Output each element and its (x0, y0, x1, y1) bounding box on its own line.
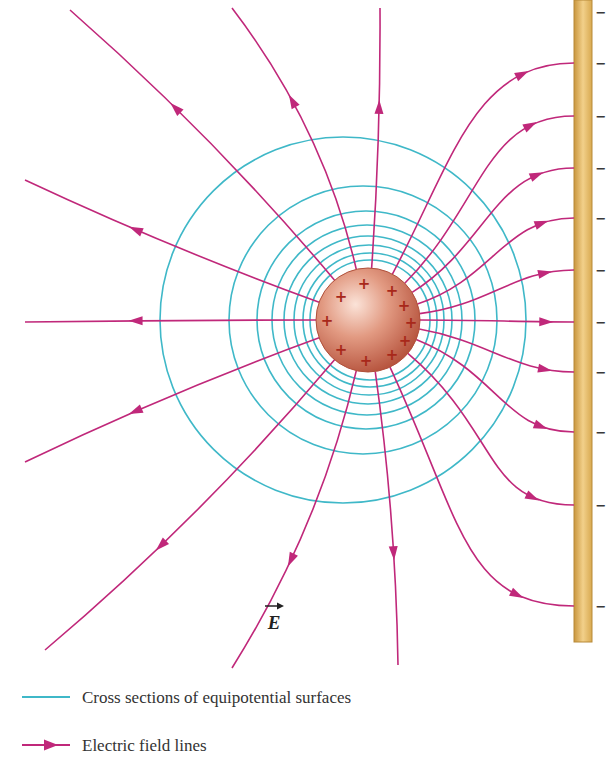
charge-sign: + (386, 284, 399, 299)
field-line (25, 180, 319, 302)
field-line (25, 338, 319, 462)
field-line (419, 329, 574, 372)
equipotential-circle (310, 260, 430, 380)
charge-sign: + (358, 277, 371, 292)
charge-sign: + (335, 290, 348, 305)
charged-sphere (316, 268, 420, 372)
charge-sign: − (596, 600, 607, 613)
field-line (232, 371, 356, 668)
field-line (375, 371, 398, 665)
field-line (420, 270, 574, 314)
charge-sign: + (399, 334, 412, 349)
charge-sign: + (321, 314, 334, 329)
arrowhead (529, 168, 545, 182)
charge-sign: + (405, 316, 418, 331)
conducting-plate (574, 0, 592, 642)
field-lines (25, 8, 574, 668)
arrowhead (533, 420, 549, 433)
legend-text: Electric field lines (82, 737, 207, 754)
charge-sign: − (596, 499, 607, 512)
field-line (408, 353, 574, 505)
arrowhead (285, 93, 300, 110)
arrowhead (534, 217, 550, 230)
charge-sign: − (596, 316, 607, 329)
arrowhead (284, 552, 298, 568)
charge-sign: − (596, 264, 607, 277)
charge-sign: − (596, 426, 607, 439)
charge-sign: − (596, 110, 607, 123)
arrowhead (537, 267, 553, 279)
arrowhead (509, 588, 526, 602)
arrowhead (524, 490, 540, 504)
field-line (70, 10, 335, 280)
field-line (412, 168, 574, 292)
arrowhead (127, 404, 143, 418)
field-symbol: E (268, 613, 281, 632)
arrowhead (522, 118, 539, 132)
field-line (390, 367, 574, 606)
field-line (25, 320, 316, 322)
legend-text: Cross sections of equipotential surfaces (82, 689, 351, 706)
charge-sign: + (335, 343, 348, 358)
arrowhead (153, 538, 169, 554)
charge-sign: − (596, 162, 607, 175)
charge-sign: − (596, 366, 607, 379)
equipotential-circle (303, 253, 437, 387)
arrowhead (537, 364, 552, 375)
arrowhead (167, 100, 183, 116)
charge-sign: + (360, 354, 373, 369)
charge-sign: − (596, 212, 607, 225)
arrowhead (127, 223, 143, 237)
field-line (405, 116, 574, 283)
legend-samples (22, 697, 70, 751)
field-line (232, 8, 356, 269)
field-line (45, 360, 335, 650)
arrowhead (539, 317, 553, 326)
arrowhead (389, 546, 399, 561)
charge-sign: − (596, 6, 607, 19)
field-line (392, 63, 574, 274)
field-line (372, 8, 380, 268)
charge-sign: − (596, 57, 607, 70)
arrowhead (374, 100, 383, 114)
charge-sign: + (398, 299, 411, 314)
arrowhead (129, 316, 143, 325)
charge-sign: + (386, 348, 399, 363)
arrowhead (514, 67, 531, 81)
vector-arrow (265, 603, 284, 610)
